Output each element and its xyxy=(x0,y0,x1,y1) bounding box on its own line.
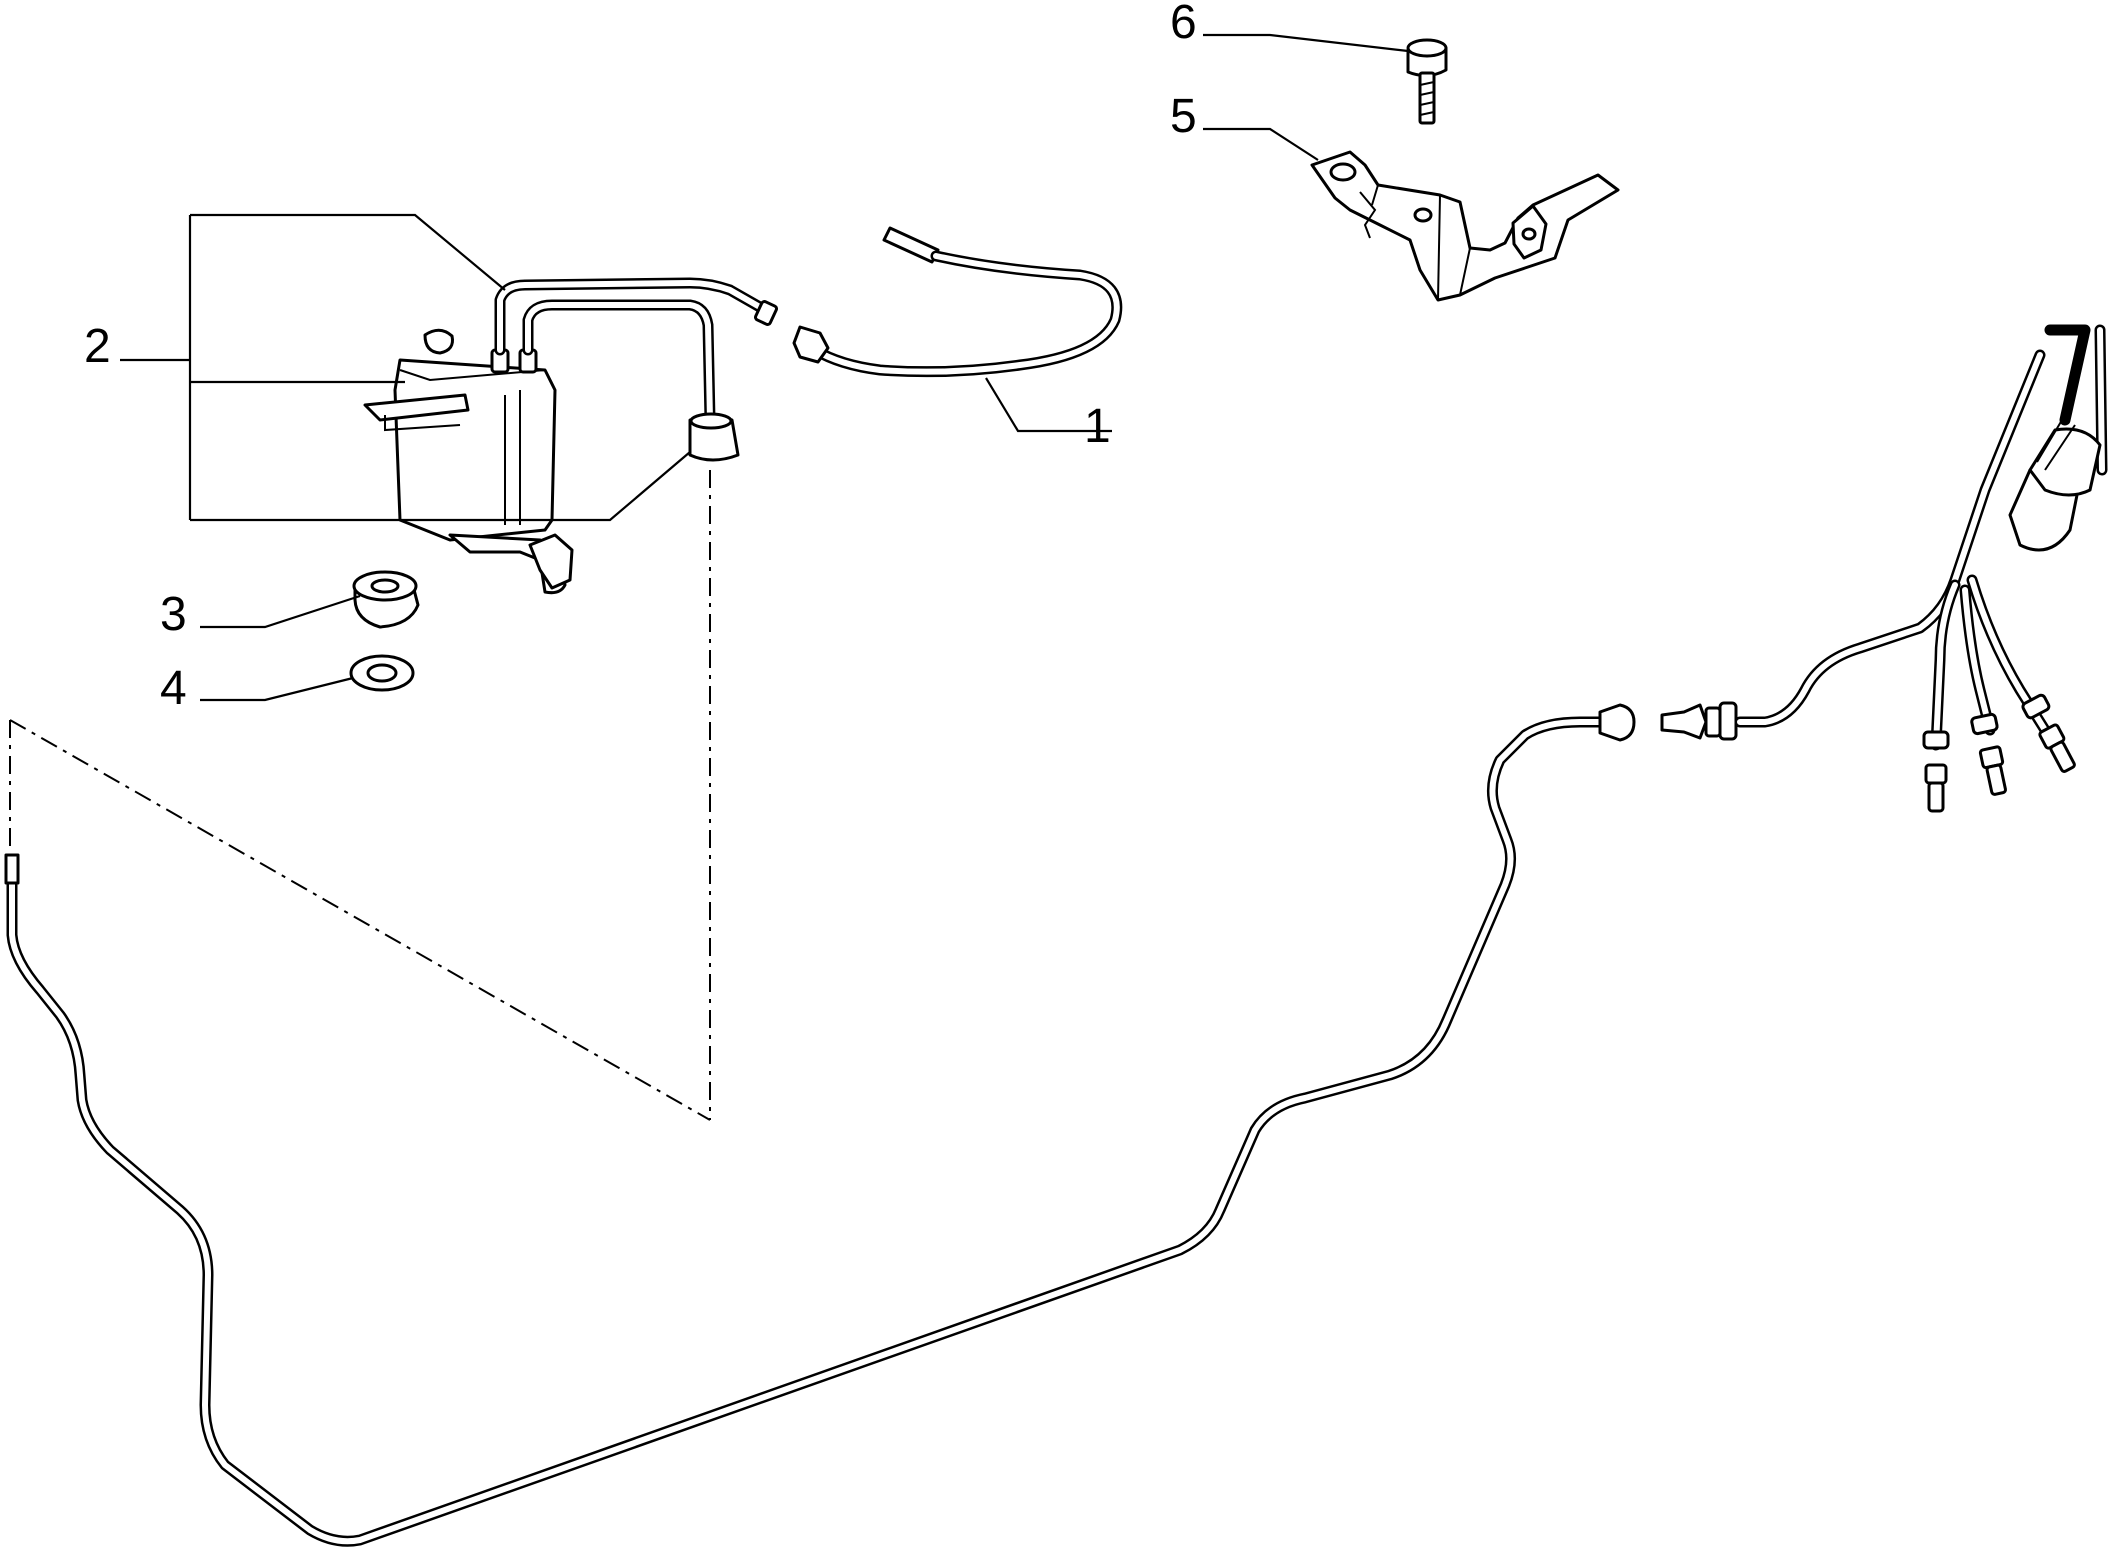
connector-group xyxy=(1660,324,2108,813)
canister-assembly xyxy=(363,277,778,595)
pipe-end-left xyxy=(4,853,20,885)
washer-part xyxy=(349,654,415,692)
nut-part xyxy=(352,570,420,629)
bolt-part xyxy=(1406,38,1448,125)
callout-2: 2 xyxy=(84,320,111,373)
sensor-line xyxy=(792,226,1123,378)
callout-3: 3 xyxy=(160,588,187,641)
hose-end-1 xyxy=(1922,730,1950,813)
hose-end-3 xyxy=(2021,693,2076,773)
pipe-fitting-mid xyxy=(1598,703,1636,742)
callout-labels: 1 2 3 4 5 6 xyxy=(84,0,1197,715)
leader-lines xyxy=(120,33,1409,702)
callout-1: 1 xyxy=(1084,400,1111,453)
main-hose-bundle xyxy=(2008,324,2108,552)
assembly-phantom-lines xyxy=(9,470,711,1121)
callout-5: 5 xyxy=(1170,90,1197,143)
hose-end-2 xyxy=(1970,712,2007,796)
callout-4: 4 xyxy=(160,662,187,715)
bracket-part xyxy=(1310,150,1620,302)
fuel-pipe xyxy=(4,703,1636,1547)
callout-6: 6 xyxy=(1170,0,1197,49)
